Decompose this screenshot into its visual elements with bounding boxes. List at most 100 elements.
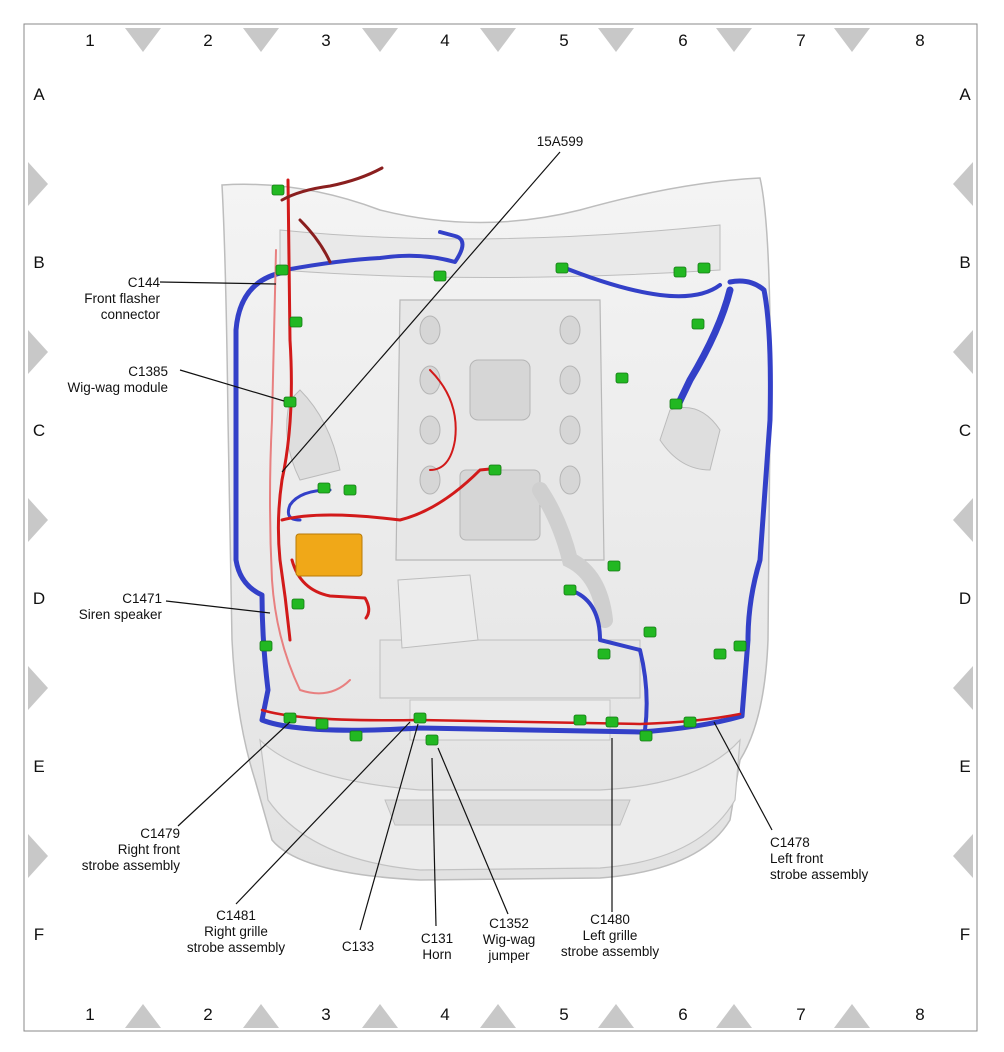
connector-block: [271, 184, 285, 196]
leader-c1479: [177, 721, 291, 827]
leader-c1352: [437, 747, 509, 915]
leader-c1385: [179, 369, 285, 402]
leader-lines: [159, 151, 773, 931]
connector-block: [691, 318, 705, 330]
grid-column-label-bottom: 8: [915, 1005, 924, 1024]
callout-c1352-desc: Wig-wag: [483, 932, 536, 947]
connector-block: [697, 262, 711, 274]
callout-c1478-desc: Left front: [770, 851, 824, 866]
callout-c1480-id: C1480: [590, 912, 630, 927]
connector-block: [289, 316, 303, 328]
harness-top-blue: [283, 230, 722, 299]
grille: [384, 799, 631, 826]
harness-dark-red-top: [280, 166, 384, 264]
connector-block: [433, 270, 447, 282]
callout-c1479-id: C1479: [140, 826, 180, 841]
connector-block: [669, 398, 683, 410]
callout-c1471-desc: Siren speaker: [79, 607, 163, 622]
callout-c1481-id: C1481: [216, 908, 256, 923]
diagram-frame: [23, 23, 978, 1032]
callout-c1385-desc: Wig-wag module: [67, 380, 168, 395]
grid-row-label-right: C: [959, 421, 971, 440]
leader-c1481: [235, 721, 411, 905]
leader-c1478: [713, 721, 773, 831]
grid-column-label-top: 3: [321, 31, 330, 50]
callout-c1385-id: C1385: [128, 364, 168, 379]
grid-row-label-left: A: [33, 85, 45, 104]
callout-c1478-id: C1478: [770, 835, 810, 850]
harness-red-cross: [280, 466, 502, 522]
wig-wag-module-housing: [295, 533, 363, 577]
grid-column-label-top: 2: [203, 31, 212, 50]
connector-block: [607, 560, 621, 572]
callout-c1481-desc: Right grille: [204, 924, 268, 939]
callout-c131-id: C131: [421, 931, 453, 946]
grid-column-label-top: 4: [440, 31, 449, 50]
connector-block: [283, 712, 297, 724]
left-strut-tower: [659, 407, 721, 471]
callout-c1480-desc: strobe assembly: [561, 944, 660, 959]
grid-row-label-left: E: [33, 757, 44, 776]
grid-row-label-right: E: [959, 757, 970, 776]
connector-block: [555, 262, 569, 274]
connector-block: [349, 730, 363, 742]
grid-column-label-bottom: 5: [559, 1005, 568, 1024]
callout-c1352-desc: jumper: [487, 948, 530, 963]
leader-15a599: [281, 151, 561, 473]
connector-block: [643, 626, 657, 638]
grid-column-label-bottom: 1: [85, 1005, 94, 1024]
callout-c144-id: C144: [128, 275, 161, 290]
connector-block: [683, 716, 697, 728]
intake-tube: [532, 482, 613, 628]
zone-markers: [28, 28, 973, 1028]
harness-right-blue: [674, 286, 734, 409]
connector-block: [275, 264, 289, 276]
grid-column-label-bottom: 6: [678, 1005, 687, 1024]
harness-outer-blue: [233, 269, 773, 735]
grid-column-label-bottom: 4: [440, 1005, 449, 1024]
connector-block: [733, 640, 747, 652]
grid-row-label-right: B: [959, 253, 970, 272]
callout-15a599-id: 15A599: [537, 134, 584, 149]
grid-row-label-left: C: [33, 421, 45, 440]
grid-row-label-right: D: [959, 589, 971, 608]
leader-c144: [159, 281, 277, 285]
connector-block: [283, 396, 297, 408]
connector-block: [425, 734, 439, 746]
callout-c1481-desc: strobe assembly: [187, 940, 286, 955]
radiator-support: [379, 639, 641, 699]
connector-block: [573, 714, 587, 726]
callout-c133-id: C133: [342, 939, 374, 954]
grid-column-label-top: 7: [796, 31, 805, 50]
harness-red-main: [276, 178, 293, 642]
grid-row-label-left: B: [33, 253, 44, 272]
leader-c131: [431, 757, 437, 927]
grid-column-label-bottom: 2: [203, 1005, 212, 1024]
connector-block: [413, 712, 427, 724]
connector-block: [673, 266, 687, 278]
callout-c144-desc: connector: [101, 307, 161, 322]
grid-column-label-bottom: 7: [796, 1005, 805, 1024]
connector-block: [597, 648, 611, 660]
connector-block: [639, 730, 653, 742]
callout-c144-desc: Front flasher: [84, 291, 160, 306]
cowl: [279, 224, 721, 278]
grid-column-label-top: 5: [559, 31, 568, 50]
connector-block: [259, 640, 273, 652]
grid-column-label-bottom: 3: [321, 1005, 330, 1024]
harness-red-engine: [429, 369, 457, 471]
callout-c1480-desc: Left grille: [583, 928, 638, 943]
grid-row-label-right: F: [960, 925, 970, 944]
grid-row-label-left: D: [33, 589, 45, 608]
connector-block: [291, 598, 305, 610]
callout-c1479-desc: Right front: [118, 842, 181, 857]
grid-column-label-top: 6: [678, 31, 687, 50]
leader-c133: [359, 723, 419, 931]
connector-block: [317, 482, 331, 494]
leader-c1471: [165, 600, 271, 614]
harness-center-blue: [568, 588, 649, 732]
reservoir: [397, 574, 479, 649]
callout-c1478-desc: strobe assembly: [770, 867, 869, 882]
